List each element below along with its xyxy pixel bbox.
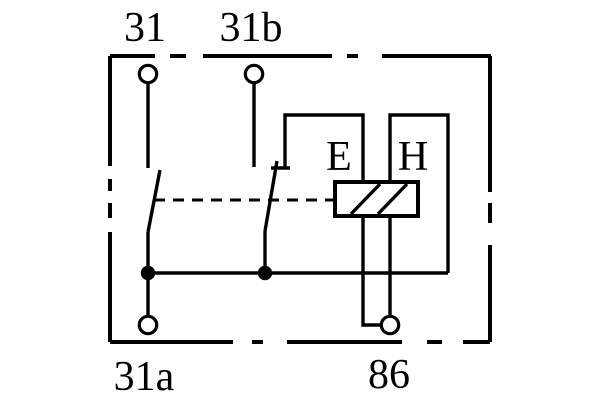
wire-e-winding bbox=[283, 113, 382, 327]
component-boundary-dashdot-box bbox=[108, 54, 492, 344]
coil-hatch-1 bbox=[349, 182, 382, 216]
switch-blade-31b bbox=[263, 160, 279, 232]
switch-contacts bbox=[146, 160, 279, 233]
junction-dot-right bbox=[257, 265, 273, 281]
terminal-label-31: 31 bbox=[124, 5, 166, 51]
coil-winding-label-e: E bbox=[326, 134, 352, 180]
terminal-label-86: 86 bbox=[368, 352, 410, 398]
terminal-31b-circle bbox=[243, 63, 265, 85]
coil-winding-label-h: H bbox=[398, 134, 428, 180]
coil-hatch-2 bbox=[376, 182, 409, 216]
terminal-31a-circle bbox=[137, 314, 159, 336]
terminal-label-31a: 31a bbox=[114, 354, 175, 400]
terminal-86-circle bbox=[379, 314, 401, 336]
terminal-31-circle bbox=[137, 63, 159, 85]
terminal-label-31b: 31b bbox=[220, 5, 283, 51]
junction-dot-left bbox=[140, 265, 156, 281]
relay-coil-symbol bbox=[333, 180, 420, 218]
